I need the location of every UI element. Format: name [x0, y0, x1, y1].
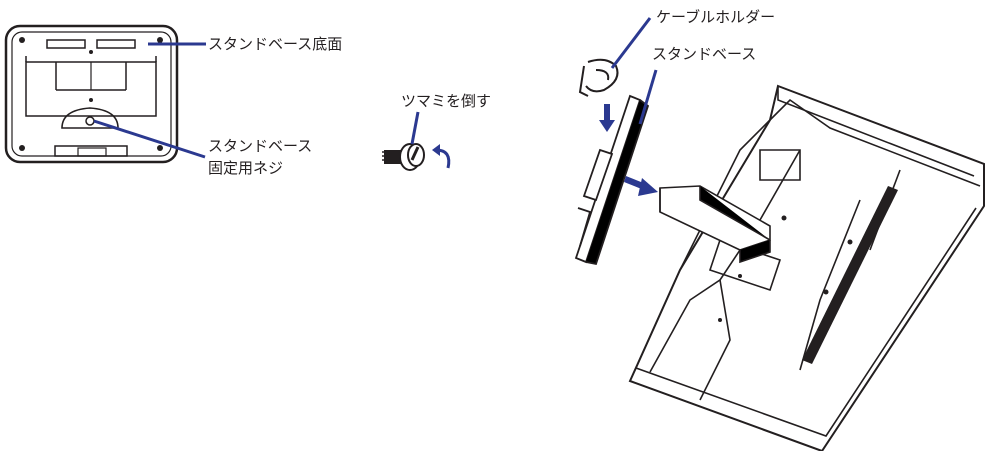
vent-strip [802, 186, 898, 364]
stand-base-pointer [638, 69, 658, 125]
label-stand-base-bottom: スタンドベース底面 [208, 35, 343, 53]
arrow-right-icon [624, 176, 658, 196]
label-stand-base: スタンドベース [652, 45, 757, 63]
label-cable-holder: ケーブルホルダー [656, 8, 776, 26]
knob-screw-illustration [382, 143, 425, 171]
label-stand-base-screw-line1: スタンドベース [208, 137, 313, 155]
cable-holder-pointer [610, 17, 652, 69]
arrow-down-icon [599, 104, 615, 132]
knob-pointer [410, 111, 420, 145]
stand-neck-illustration [659, 185, 771, 264]
stand-base-bottom-view [4, 24, 179, 164]
label-stand-base-screw-line2: 固定用ネジ [208, 159, 284, 177]
monitor-back-illustration [628, 84, 985, 451]
cable-holder-illustration [578, 58, 619, 97]
stand-base-side-illustration [574, 94, 650, 266]
rotate-arrowhead-icon [432, 144, 440, 156]
label-turn-knob: ツマミを倒す [401, 92, 492, 110]
stand-base-screw-pointer [93, 119, 206, 159]
